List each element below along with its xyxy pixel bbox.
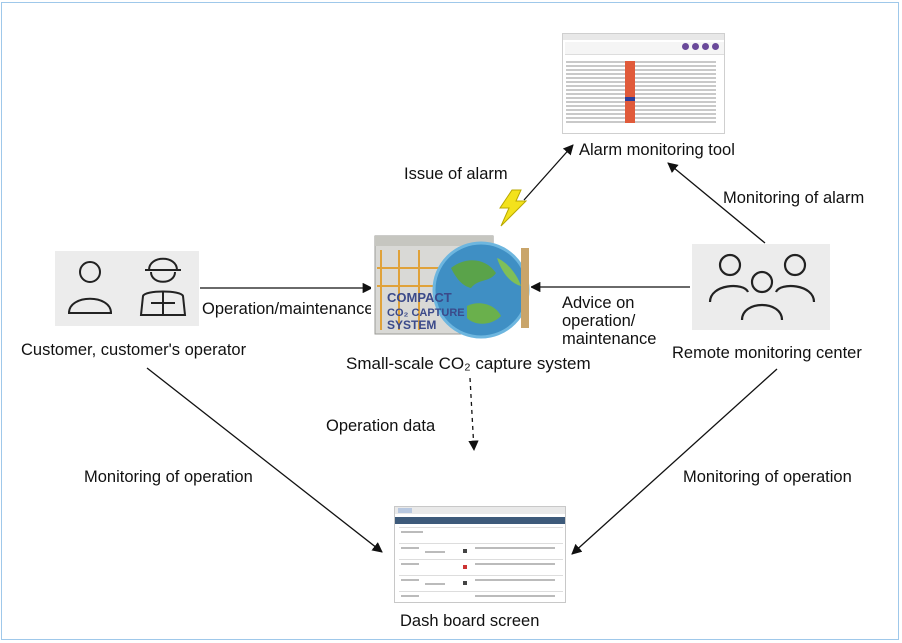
remote-center-icon-box — [692, 244, 830, 330]
worker-helmet-icon — [139, 257, 187, 316]
lightning-icon — [499, 189, 528, 227]
system-image-text-2: CO₂ CAPTURE — [387, 307, 465, 319]
remote-center-label: Remote monitoring center — [672, 344, 862, 362]
operation-data-label: Operation data — [326, 417, 436, 435]
co2-capture-system-image: COMPACT CO₂ CAPTURE SYSTEM — [371, 228, 531, 342]
arrow-issue-alarm — [523, 144, 574, 201]
advice-label-line1: Advice on — [562, 294, 635, 312]
monitoring-operation-right-label: Monitoring of operation — [683, 468, 852, 486]
customer-icon-box — [55, 251, 199, 326]
arrow-monitoring-operation-right — [571, 368, 778, 555]
monitoring-operation-left-label: Monitoring of operation — [84, 468, 253, 486]
customer-label: Customer, customer's operator — [21, 341, 247, 359]
person-icon — [67, 261, 113, 314]
system-image-text-1: COMPACT — [387, 290, 452, 305]
operation-maintenance-label: Operation/maintenance — [202, 300, 374, 318]
arrow-monitoring-alarm — [667, 162, 766, 244]
alarm-monitoring-screenshot — [562, 33, 725, 134]
arrow-monitoring-operation-left — [146, 367, 383, 553]
group-people-icon — [708, 253, 816, 321]
monitoring-alarm-label: Monitoring of alarm — [723, 189, 865, 207]
system-label: Small-scale CO₂ capture system — [346, 354, 591, 373]
system-image-text-3: SYSTEM — [387, 318, 436, 332]
dashboard-label: Dash board screen — [400, 612, 540, 630]
advice-label-line2: operation/ — [562, 312, 636, 330]
advice-label-line3: maintenance — [562, 330, 657, 348]
arrow-operation-data — [468, 377, 479, 452]
dashboard-screenshot — [394, 506, 566, 603]
issue-alarm-label: Issue of alarm — [404, 165, 508, 183]
alarm-tool-label: Alarm monitoring tool — [579, 141, 735, 159]
